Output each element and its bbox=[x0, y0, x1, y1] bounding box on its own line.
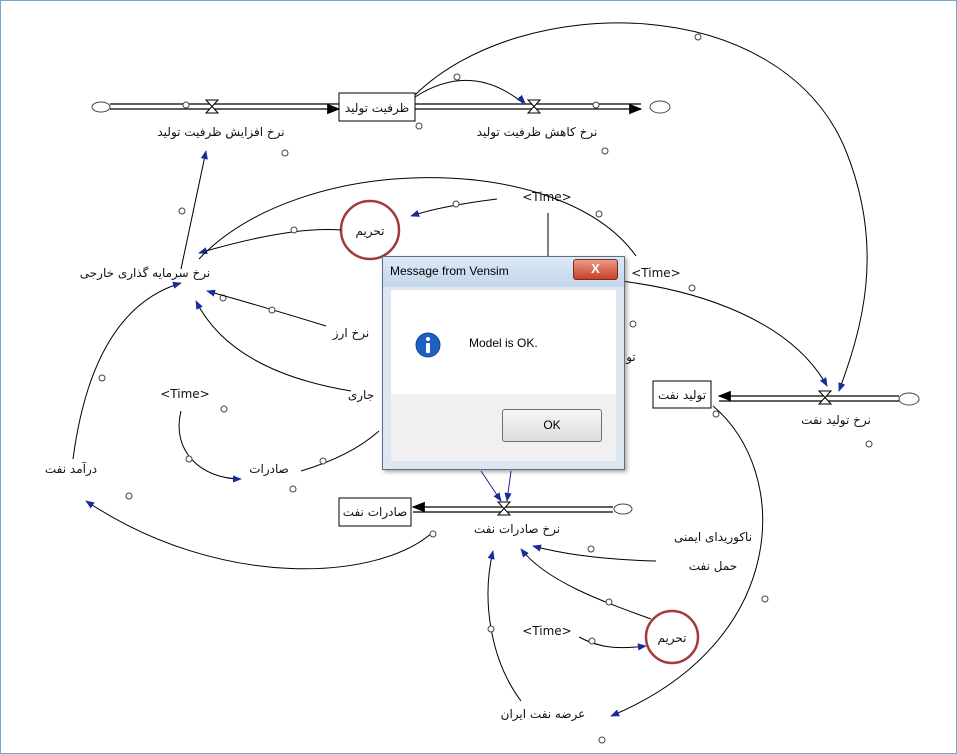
partial-right-label: تو bbox=[625, 350, 636, 365]
rate-oil-exports-label: نرخ صادرات نفت bbox=[474, 522, 560, 537]
time-left-label: <Time> bbox=[160, 387, 209, 401]
stock-production-capacity[interactable]: ظرفیت تولید bbox=[338, 92, 416, 122]
stock-oil-exports[interactable]: صادرات نفت bbox=[338, 497, 412, 527]
valve-oil-production[interactable] bbox=[817, 390, 833, 405]
stock-oil-production[interactable]: تولید نفت bbox=[652, 380, 712, 409]
insecure-transport-line1: ناکوریدای ایمنی bbox=[674, 530, 752, 545]
iran-oil-supply-label: عرضه نفت ایران bbox=[501, 707, 586, 722]
cloud-right-mid bbox=[898, 392, 920, 406]
stock-oil-exports-label: صادرات نفت bbox=[343, 505, 408, 520]
dialog-message: Model is OK. bbox=[469, 336, 538, 350]
insecure-transport-line2: حمل نفت bbox=[689, 559, 737, 573]
exchange-rate-label: نرخ ارز bbox=[332, 326, 369, 341]
rate-foreign-investment-label: نرخ سرمایه گذاری خارجی bbox=[80, 266, 211, 281]
cloud-left-top bbox=[91, 101, 111, 113]
current-label: جاری bbox=[348, 388, 374, 403]
ok-button[interactable]: OK bbox=[502, 409, 602, 442]
valve-capacity-decrease[interactable] bbox=[526, 99, 542, 114]
message-dialog: Message from Vensim X Model is OK. OK bbox=[382, 256, 625, 470]
rate-oil-production-label: نرخ تولید نفت bbox=[801, 413, 871, 428]
dialog-content: Model is OK. bbox=[391, 290, 616, 394]
sanction-top-label: تحریم bbox=[355, 224, 384, 239]
sanction-bottom-label: تحریم bbox=[657, 631, 686, 646]
rate-capacity-decrease-label: نرخ کاهش ظرفیت تولید bbox=[477, 125, 598, 140]
rate-capacity-increase-label: نرخ افزایش ظرفیت تولید bbox=[157, 125, 284, 140]
close-button[interactable]: X bbox=[573, 259, 618, 280]
dialog-title: Message from Vensim bbox=[390, 264, 509, 278]
stock-production-capacity-label: ظرفیت تولید bbox=[345, 101, 409, 116]
sanction-top[interactable]: تحریم bbox=[339, 199, 401, 261]
valve-oil-exports[interactable] bbox=[496, 501, 512, 516]
sanction-bottom[interactable]: تحریم bbox=[644, 609, 700, 665]
dialog-titlebar[interactable]: Message from Vensim X bbox=[383, 257, 624, 287]
stock-oil-production-label: تولید نفت bbox=[658, 388, 706, 403]
valve-capacity-increase[interactable] bbox=[204, 99, 220, 114]
info-icon bbox=[415, 332, 441, 358]
time-bottom-label: <Time> bbox=[522, 624, 571, 638]
exports-var-label: صادرات bbox=[249, 462, 289, 477]
oil-revenue-label: درآمد نفت bbox=[45, 461, 97, 477]
cloud-right-top bbox=[649, 100, 671, 114]
cloud-right-bottom bbox=[613, 503, 633, 515]
time-right-label: <Time> bbox=[631, 266, 680, 280]
